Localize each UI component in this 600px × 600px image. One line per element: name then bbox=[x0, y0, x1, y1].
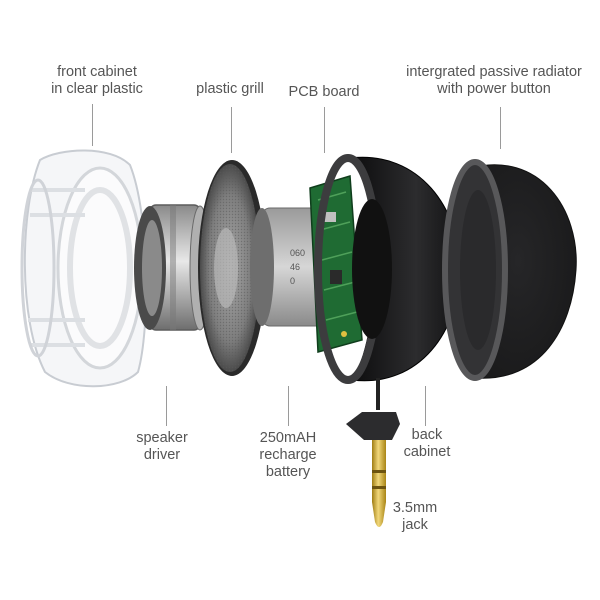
leader-passive-radiator bbox=[500, 107, 501, 149]
label-jack: 3.5mm jack bbox=[392, 500, 438, 533]
passive-radiator-part bbox=[442, 159, 577, 381]
label-back-cabinet: back cabinet bbox=[403, 427, 451, 460]
label-pcb-board: PCB board bbox=[288, 84, 360, 100]
battery-print-line-2: 46 bbox=[290, 262, 300, 272]
leader-battery bbox=[288, 386, 289, 426]
plastic-grill-part bbox=[198, 160, 266, 376]
leader-pcb-board bbox=[324, 107, 325, 153]
label-plastic-grill: plastic grill bbox=[196, 81, 264, 97]
leader-speaker-driver bbox=[166, 386, 167, 426]
jack-part bbox=[346, 378, 400, 527]
label-passive-radiator: intergrated passive radiator with power … bbox=[406, 64, 582, 97]
back-cabinet-part bbox=[314, 154, 461, 384]
leader-front-cabinet bbox=[92, 104, 93, 146]
label-speaker-driver: speaker driver bbox=[136, 430, 188, 463]
leader-plastic-grill bbox=[231, 107, 232, 153]
label-front-cabinet: front cabinet in clear plastic bbox=[51, 64, 143, 97]
label-battery: 250mAH recharge battery bbox=[259, 430, 317, 480]
front-cabinet-part bbox=[20, 149, 148, 388]
leader-back-cabinet bbox=[425, 386, 426, 426]
battery-print-line-1: 060 bbox=[290, 248, 305, 258]
battery-print-line-3: 0 bbox=[290, 276, 295, 286]
